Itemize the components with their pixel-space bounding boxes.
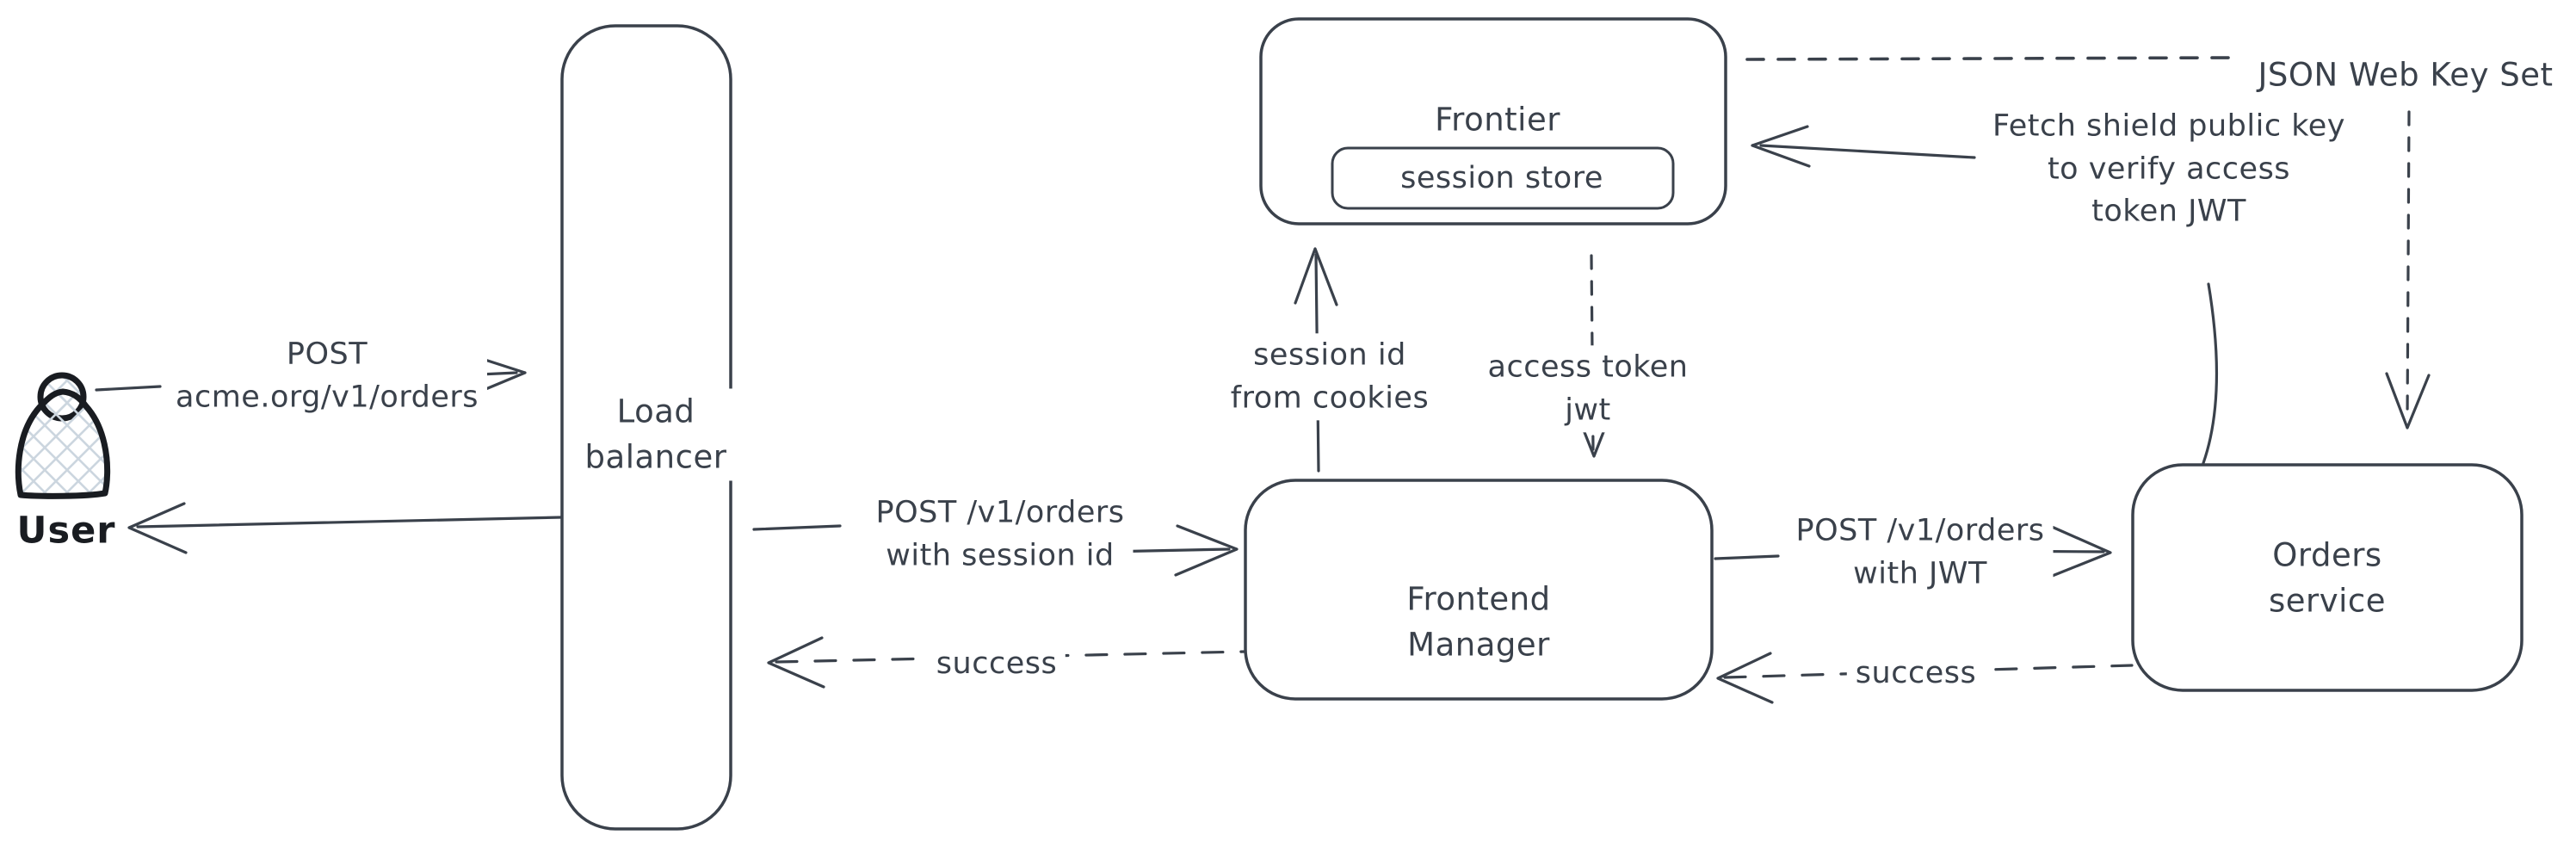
edge-label-fetch-shield-public-key: Fetch shield public key to verify access…: [1984, 104, 2354, 235]
orders-service-label: Orders service: [2202, 532, 2452, 625]
edge-label-access-token-jwt: access token jwt: [1479, 345, 1697, 433]
edge-label-post-with-session-id: POST /v1/orders with session id: [867, 491, 1134, 578]
edge-label-post-with-jwt: POST /v1/orders with JWT: [1787, 509, 2054, 597]
frontend-manager-label: Frontend Manager: [1398, 576, 1560, 669]
frontier-label: Frontier: [1426, 96, 1569, 145]
user-icon: [15, 372, 111, 499]
jwks-label: JSON Web Key Set: [2249, 52, 2562, 100]
dashed-line-frontier-to-jwks: [1745, 56, 2239, 61]
arrow-orders-to-frontier-fetch-key: [1751, 125, 2218, 465]
session-store-box: [1331, 146, 1675, 210]
load-balancer-label: Load balancer: [576, 388, 736, 481]
arrow-load-balancer-to-user: [127, 502, 563, 554]
edge-label-post-acme-orders: POST acme.org/v1/orders: [167, 332, 487, 420]
arrow-jwks-to-orders: [2385, 110, 2431, 430]
user-icon-body: [15, 388, 111, 499]
user-node-label: User: [16, 509, 116, 553]
edge-label-session-id-from-cookies: session id from cookies: [1221, 333, 1438, 421]
session-store-label: session store: [1400, 161, 1603, 196]
edge-label-success-left: success: [927, 642, 1066, 687]
edge-label-success-right: success: [1846, 652, 1986, 696]
